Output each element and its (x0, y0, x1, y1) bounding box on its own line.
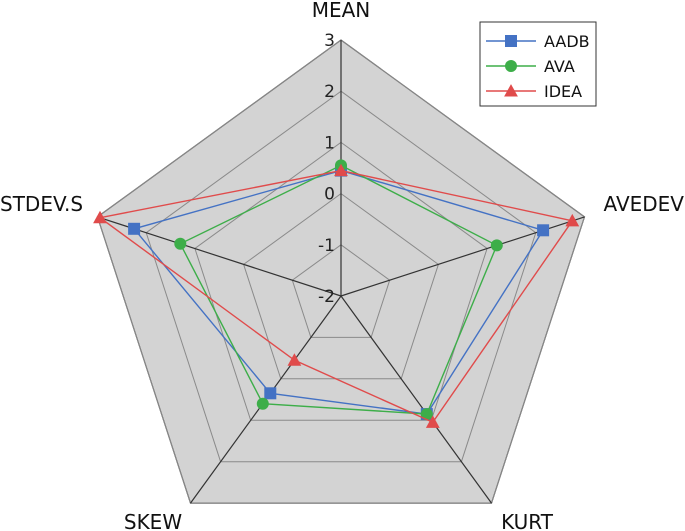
series-group (93, 159, 580, 428)
legend-marker (505, 35, 517, 47)
data-point (93, 210, 107, 224)
data-point (128, 222, 141, 235)
axis-title: SKEW (124, 510, 182, 531)
tick-label: 1 (324, 133, 335, 153)
series-line (179, 164, 498, 415)
legend: AADB AVA IDEA (479, 21, 597, 107)
grid-ring (194, 141, 488, 421)
series-ava (174, 159, 503, 421)
axis-spoke (340, 295, 492, 504)
data-point (264, 387, 277, 400)
legend-label: IDEA (544, 82, 582, 101)
legend-marker (505, 60, 517, 72)
series-idea (93, 163, 580, 428)
legend-item: AADB (486, 32, 590, 51)
data-point (537, 224, 550, 237)
tick-label: -1 (318, 236, 335, 256)
axis-title: MEAN (312, 0, 371, 22)
legend-item: AVA (486, 57, 575, 76)
data-point (334, 163, 348, 177)
axis-title: AVEDEV (604, 192, 685, 216)
data-point (256, 397, 269, 410)
data-point (490, 239, 503, 252)
series-line (132, 169, 545, 415)
axis-title: STDEV.S (0, 192, 83, 216)
grid-ring (243, 192, 439, 380)
data-point (420, 408, 433, 421)
legend-marker (504, 84, 518, 97)
grid-ring (96, 39, 586, 504)
legend-label: AADB (544, 32, 590, 51)
axis-title: KURT (501, 510, 554, 531)
tick-label: 3 (324, 31, 335, 51)
radial-tick-labels: -2 -1 0 1 2 3 (318, 31, 335, 307)
grid-ring (145, 90, 537, 463)
tick-label: 2 (324, 82, 335, 102)
series-line (98, 169, 574, 424)
tick-label: -2 (318, 287, 335, 307)
tick-label: 0 (324, 185, 335, 205)
data-point (425, 415, 440, 428)
legend-box (479, 21, 597, 107)
legend-label: AVA (544, 57, 575, 76)
data-point (287, 353, 302, 366)
data-point (174, 237, 187, 250)
data-point (565, 213, 580, 227)
grid-ring (291, 244, 391, 338)
legend-item: IDEA (486, 82, 582, 101)
